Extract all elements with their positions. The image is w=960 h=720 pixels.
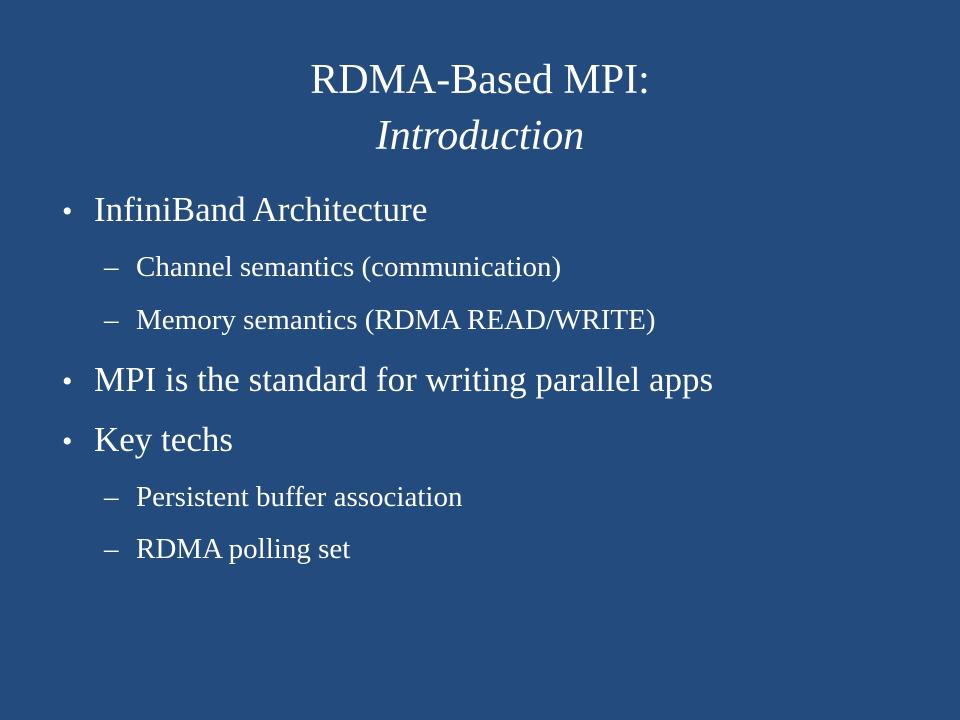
dash-icon: – xyxy=(104,304,119,336)
bullet-icon: • xyxy=(62,425,73,458)
subbullet-text: Memory semantics (RDMA READ/WRITE) xyxy=(136,304,656,336)
bullet-item-mpi: • MPI is the standard for writing paralle… xyxy=(62,360,713,402)
dash-icon: – xyxy=(104,251,119,283)
subbullet-text: RDMA polling set xyxy=(136,533,351,565)
dash-icon: – xyxy=(104,481,119,513)
subbullet-text: Channel semantics (communication) xyxy=(136,251,562,283)
subbullet-text: Persistent buffer association xyxy=(136,481,463,513)
bullet-icon: • xyxy=(62,365,73,398)
subbullet-item-polling: –RDMA polling set xyxy=(104,532,350,566)
title-subtitle: Introduction xyxy=(375,113,585,159)
slide-title: RDMA-Based MPI: Introduction xyxy=(0,52,960,164)
subbullet-item-memory: –Memory semantics (RDMA READ/WRITE) xyxy=(104,303,656,337)
bullet-item-key-techs: • Key techs xyxy=(62,420,233,462)
subbullet-item-channel: –Channel semantics (communication) xyxy=(104,250,561,284)
bullet-text: Key techs xyxy=(94,420,233,459)
bullet-icon: • xyxy=(62,195,73,228)
subbullet-item-persistent: –Persistent buffer association xyxy=(104,480,462,514)
title-main: RDMA-Based MPI: xyxy=(310,57,650,103)
bullet-text: MPI is the standard for writing parallel… xyxy=(94,360,714,399)
dash-icon: – xyxy=(104,533,119,565)
bullet-text: InfiniBand Architecture xyxy=(94,190,428,229)
bullet-item-infiniband: • InfiniBand Architecture xyxy=(62,190,427,232)
